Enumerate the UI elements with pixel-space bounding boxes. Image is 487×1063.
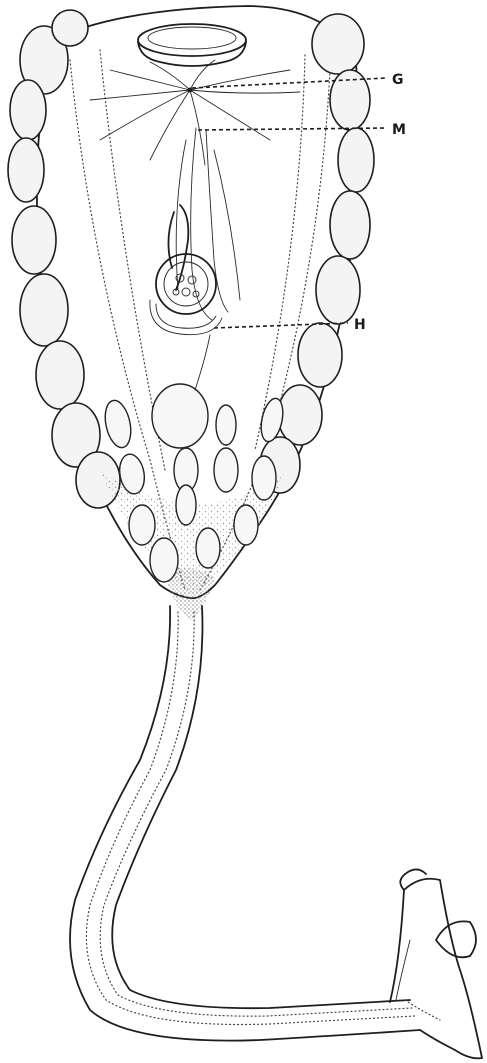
loop-organ — [168, 205, 188, 290]
mouth-ring — [138, 24, 246, 56]
label-m: M — [392, 122, 406, 138]
radiating-fibres — [90, 60, 300, 165]
stalk-right-edge — [112, 606, 410, 1008]
g-point-marker — [188, 88, 193, 93]
internal-organs — [90, 24, 300, 390]
central-organ — [156, 254, 216, 314]
holdfast-lobe — [436, 921, 476, 957]
holdfast — [390, 869, 482, 1058]
label-g: G — [392, 72, 404, 88]
large-oval-body — [152, 384, 208, 448]
label-g-group: G — [188, 72, 404, 93]
label-h: H — [354, 317, 366, 333]
stalk — [70, 606, 420, 1041]
